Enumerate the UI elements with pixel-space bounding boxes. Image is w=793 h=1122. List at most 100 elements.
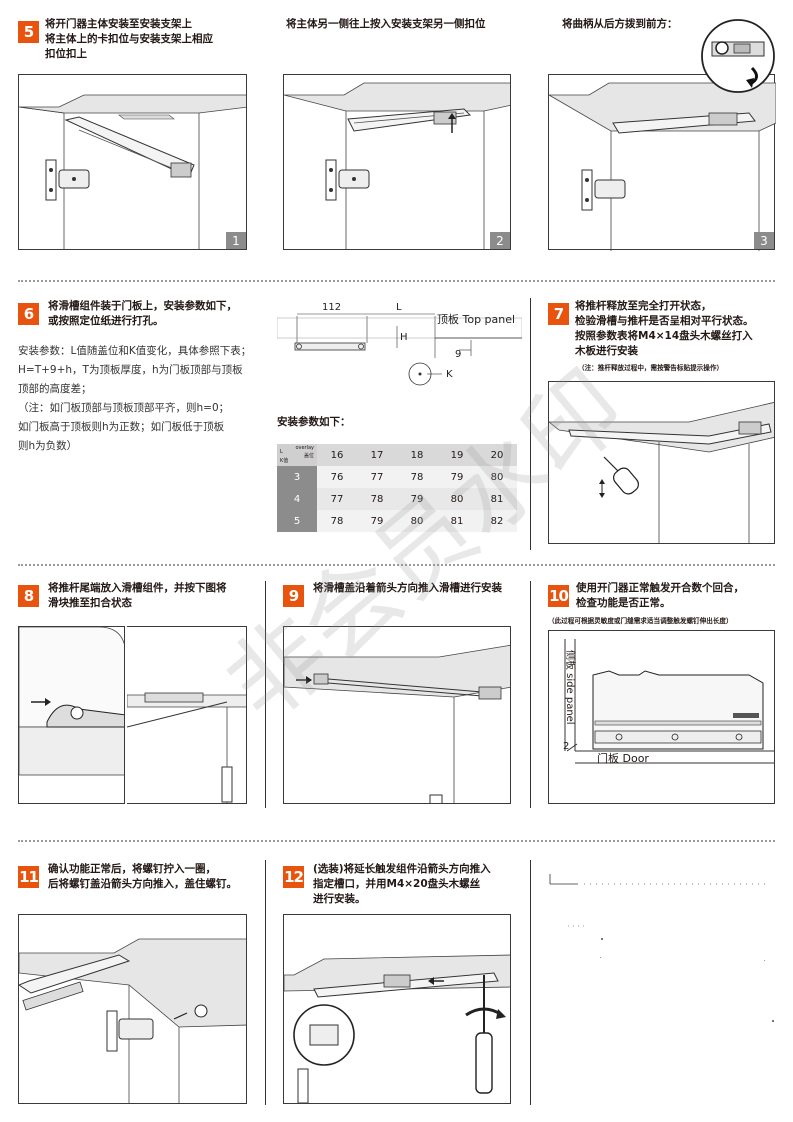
step-7-title: 将推杆释放至完全打开状态， 检验滑槽与推杆是否呈相对平行状态。 按照参数表将M4… — [575, 300, 754, 357]
figure-3-drawing — [549, 82, 776, 251]
param-line: 顶部的高度差； — [18, 383, 92, 395]
table-row-k: 5 — [277, 510, 317, 532]
figure-7 — [548, 381, 775, 544]
table-cell: 80 — [397, 510, 437, 532]
figure-9 — [283, 626, 511, 804]
figure-11 — [18, 914, 247, 1104]
corner-l: L — [280, 449, 283, 455]
step-5b-title: 将主体另一侧往上按入安装支架另一侧扣位 — [286, 18, 486, 30]
column-divider — [265, 581, 266, 808]
params-table: overlay 盖位 L K值 16 17 18 19 20 3 76 77 7… — [277, 444, 517, 532]
table-corner: overlay 盖位 L K值 — [277, 444, 317, 466]
top-panel-label: 顶板 Top panel — [437, 313, 516, 326]
dim-9-label: 9 — [455, 349, 462, 360]
figure-1-drawing — [19, 94, 246, 249]
table-header-row: overlay 盖位 L K值 16 17 18 19 20 — [277, 444, 517, 466]
corner-mid: 盖位 — [303, 453, 314, 459]
step-9-badge: 9 — [283, 585, 304, 607]
table-cell: 76 — [317, 466, 357, 488]
door-label: 门板 Door — [597, 752, 649, 765]
figure-8b — [127, 626, 247, 804]
table-header-cell: 19 — [437, 444, 477, 466]
figure-12-drawing — [284, 954, 510, 1103]
table-cell: 79 — [357, 510, 397, 532]
figure-2-drawing — [284, 82, 510, 249]
dim-K-label: K — [446, 369, 453, 380]
table-row-k: 4 — [277, 488, 317, 510]
step-12-badge: 12 — [283, 866, 304, 888]
table-header-cell: 18 — [397, 444, 437, 466]
step-5-title: 将开门器主体安装至安装支架上 将主体上的卡扣位与安装支架上相应 扣位扣上 — [45, 18, 213, 60]
table-cell: 79 — [397, 488, 437, 510]
gap-label: 2 — [563, 741, 570, 752]
params-table-title: 安装参数如下： — [277, 416, 351, 428]
install-params-text: 安装参数：L值随盖位和K值变化，具体参照下表； H=T+9+h，T为顶板厚度，h… — [18, 342, 268, 456]
step-6-badge: 6 — [18, 303, 39, 325]
step-10-note: （此过程可根据灵敏度或门缝需求适当调整触发螺钉伸出长度） — [548, 617, 733, 625]
param-line: H=T+9+h，T为顶板厚度，h为门板顶部与顶板 — [18, 364, 243, 376]
param-line: 则h为负数） — [18, 440, 78, 452]
corner-overlay: overlay — [295, 445, 314, 451]
dim-112-label: 112 — [322, 302, 342, 313]
step-11-title: 确认功能正常后，将螺钉拧入一圈， 后将螺钉盖沿箭头方向推入，盖住螺钉。 — [48, 863, 237, 890]
step-10-title: 使用开门器正常触发开合数个回合， 检查功能是否正常。 — [576, 582, 744, 609]
figure-2: 2 — [283, 74, 511, 250]
separator-1 — [18, 280, 775, 282]
table-header-cell: 20 — [477, 444, 517, 466]
table-cell: 77 — [317, 488, 357, 510]
figure-3: 3 — [548, 74, 776, 251]
table-row: 3 76 77 78 79 80 — [277, 466, 517, 488]
param-line: 如门板高于顶板则h为正数；如门板低于顶板 — [18, 421, 225, 433]
figure-3-number: 3 — [754, 232, 774, 249]
dim-L-label: L — [396, 302, 402, 313]
dim-H-label: H — [400, 332, 408, 343]
step-8-badge: 8 — [18, 585, 39, 607]
table-cell: 82 — [477, 510, 517, 532]
table-header-cell: 16 — [317, 444, 357, 466]
table-cell: 81 — [477, 488, 517, 510]
step-7-note: （注：推杆释放过程中，需按警告标贴提示操作） — [578, 364, 724, 372]
step-9-title: 将滑槽盖沿着箭头方向推入滑槽进行安装 — [313, 582, 502, 594]
table-row-k: 3 — [277, 466, 317, 488]
figure-1: 1 — [18, 74, 247, 250]
figure-11-drawing — [19, 938, 246, 1103]
step-7-badge: 7 — [548, 303, 569, 325]
figure-1-number: 1 — [226, 232, 246, 249]
figure-8a-drawing — [19, 627, 124, 776]
step-10-badge: 10 — [548, 585, 569, 607]
detail-zoom-circle — [701, 19, 775, 93]
step-5-badge: 5 — [18, 21, 39, 43]
figure-8b-drawing — [127, 692, 246, 803]
table-row: 5 78 79 80 81 82 — [277, 510, 517, 532]
table-cell: 78 — [317, 510, 357, 532]
table-cell: 79 — [437, 466, 477, 488]
table-header-cell: 17 — [357, 444, 397, 466]
column-divider — [265, 860, 266, 1105]
table-cell: 80 — [437, 488, 477, 510]
table-cell: 78 — [397, 466, 437, 488]
dimension-diagram — [277, 313, 522, 386]
figure-9-drawing — [284, 644, 510, 803]
column-divider — [530, 860, 531, 1105]
blank-panel-marks — [549, 874, 774, 1022]
step-8-title: 将推杆尾端放入滑槽组件，并按下图将 滑块推至扣合状态 — [48, 582, 227, 609]
figure-10-drawing — [564, 639, 774, 764]
figure-10 — [548, 630, 775, 804]
table-cell: 80 — [477, 466, 517, 488]
figure-2-number: 2 — [490, 232, 510, 249]
side-panel-label: 侧板 side panel — [564, 650, 575, 725]
step-12-title: (选装)将延长触发组件沿箭头方向推入 指定槽口，并用M4×20盘头木螺丝 进行安… — [313, 863, 491, 905]
separator-2 — [18, 564, 775, 566]
figure-12 — [283, 914, 511, 1104]
column-divider — [530, 298, 531, 550]
step-5c-title: 将曲柄从后方拨到前方： — [562, 18, 678, 30]
table-row: 4 77 78 79 80 81 — [277, 488, 517, 510]
figure-7-drawing — [549, 402, 774, 543]
corner-k: K值 — [280, 458, 289, 464]
separator-3 — [18, 840, 775, 842]
step-6-title: 将滑槽组件装于门板上，安装参数如下， 或按照定位纸进行打孔。 — [48, 300, 237, 327]
table-cell: 78 — [357, 488, 397, 510]
param-line: 安装参数：L值随盖位和K值变化，具体参照下表； — [18, 345, 252, 357]
param-line: （注：如门板顶部与顶板顶部平齐，则h=0； — [18, 402, 230, 414]
table-cell: 81 — [437, 510, 477, 532]
